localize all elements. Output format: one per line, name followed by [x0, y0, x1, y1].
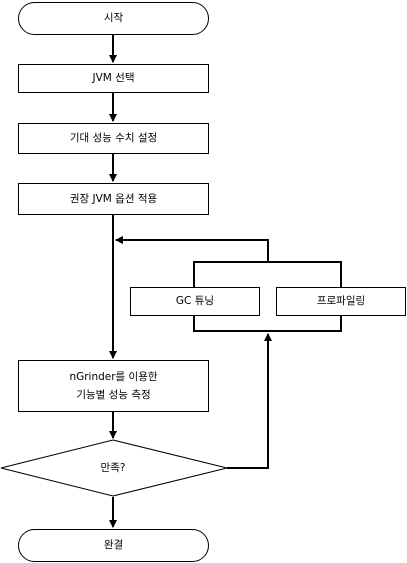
profiling-label: 프로파일링	[316, 295, 366, 308]
decision-label: 만족?	[100, 462, 126, 474]
apply-options-label: 권장 JVM 옵션 적용	[69, 192, 158, 205]
start-terminator: 시작	[18, 2, 209, 35]
line-join-bottom	[193, 316, 342, 332]
done-label: 완결	[103, 539, 124, 552]
decision-diamond	[0, 439, 228, 497]
line-split-top	[193, 261, 342, 287]
step-select-jvm: JVM 선택	[18, 64, 209, 93]
arrow-decision-to-tuning	[227, 333, 272, 469]
select-jvm-label: JVM 선택	[92, 72, 135, 85]
step-gc-tuning: GC 튜닝	[130, 287, 260, 316]
measure-label-line1: nGrinder를 이용한	[69, 370, 158, 383]
arrow-loop-back	[115, 236, 269, 262]
step-set-expectations: 기대 성능 수치 설정	[18, 123, 209, 154]
step-apply-jvm-options: 권장 JVM 옵션 적용	[18, 183, 209, 215]
step-measure-performance: nGrinder를 이용한 기능별 성능 측정	[18, 360, 209, 412]
measure-label-line2: 기능별 성능 측정	[76, 389, 151, 401]
gc-tuning-label: GC 튜닝	[175, 295, 215, 308]
start-label: 시작	[103, 12, 124, 25]
step-profiling: 프로파일링	[276, 287, 406, 316]
done-terminator: 완결	[18, 529, 209, 562]
set-expectations-label: 기대 성능 수치 설정	[69, 132, 158, 145]
